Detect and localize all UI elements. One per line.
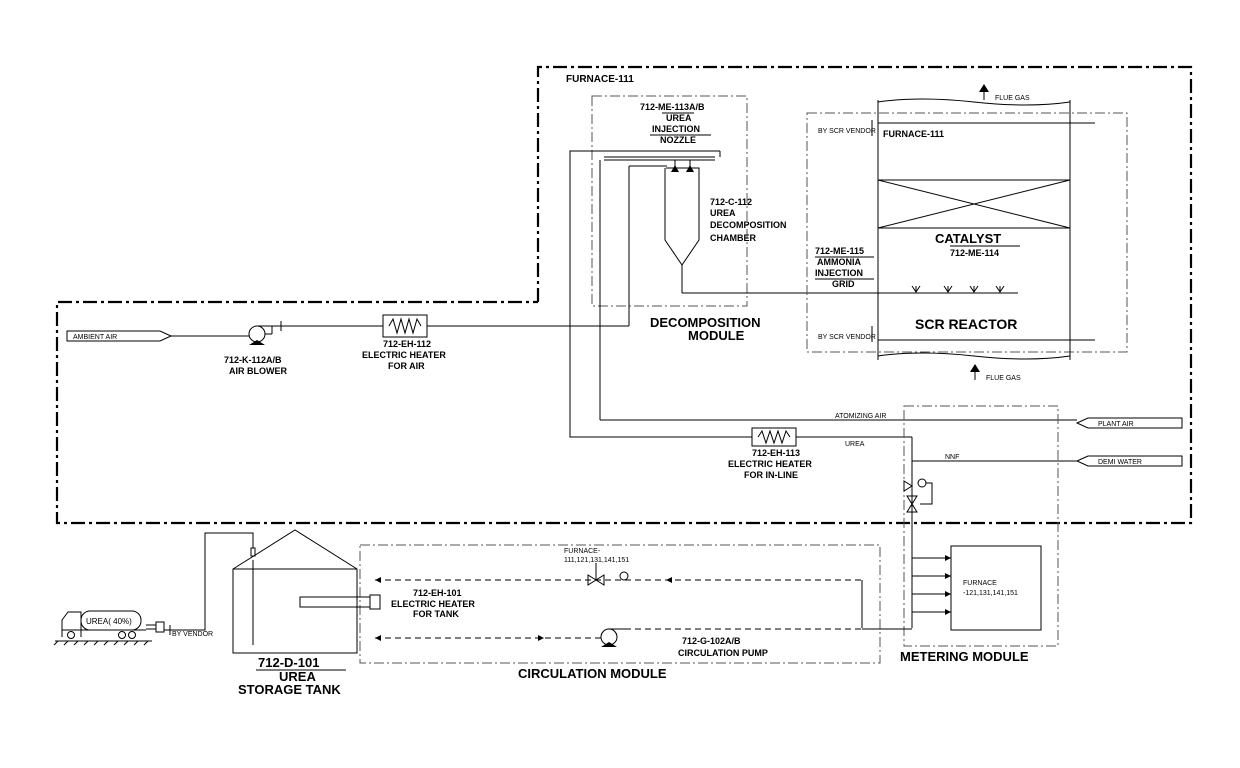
metering-module-label: METERING MODULE: [900, 649, 1029, 664]
tank-tag: 712-D-101: [258, 655, 319, 670]
blower-tag: 712-K-112A/B: [224, 355, 282, 365]
heater-tank-line1: ELECTRIC HEATER: [391, 599, 475, 609]
grid-line2: INJECTION: [815, 268, 863, 278]
urea-line-label: UREA: [845, 441, 865, 448]
demi-water-flag: [1075, 455, 1183, 467]
ambient-air-flag: [66, 330, 173, 342]
flue-gas-top-arrow: [979, 84, 989, 100]
heater-air-line2: FOR AIR: [388, 361, 425, 371]
heater-tank-tag: 712-EH-101: [413, 588, 462, 598]
decomposition-module-line2: MODULE: [688, 328, 745, 343]
furnace-boundary: [55, 65, 1193, 525]
atomizing-air-label: ATOMIZING AIR: [835, 413, 886, 420]
electric-heater-air: [382, 314, 428, 338]
decomposition-module-box: [591, 95, 748, 307]
grid-tag: 712-ME-115: [815, 246, 864, 256]
circulation-pump: [600, 628, 625, 647]
heater-air-tag: 712-EH-112: [383, 339, 431, 349]
electric-heater-inline: [751, 427, 797, 447]
pump-name: CIRCULATION PUMP: [678, 648, 768, 658]
circulation-module-box: [359, 544, 881, 664]
heater-air-line1: ELECTRIC HEATER: [362, 350, 446, 360]
ammonia-injection-grid: [911, 285, 1005, 293]
nozzle-line1: UREA: [666, 113, 692, 123]
grid-line3: GRID: [832, 279, 855, 289]
vendor-top-label: BY SCR VENDOR: [818, 128, 876, 135]
urea-tank-truck: [53, 610, 179, 646]
heater-inline-line1: ELECTRIC HEATER: [728, 459, 812, 469]
vendor-bottom-label: BY SCR VENDOR: [818, 334, 876, 341]
catalyst-tag: 712-ME-114: [950, 248, 999, 258]
recirc-line2: 111,121,131,141,151: [564, 557, 629, 564]
ambient-air-label: AMBIENT AIR: [73, 334, 117, 341]
pump-tag: 712-G-102A/B: [682, 636, 741, 646]
truck-vendor-label: BY VENDOR: [172, 631, 213, 638]
furnace-box-line1: FURNACE: [963, 580, 997, 587]
furnace-distribution-box: [950, 545, 1042, 631]
furnace-boundary-label: FURNACE-111: [566, 74, 634, 85]
flue-gas-bottom-arrow: [970, 364, 980, 380]
plant-air-label: PLANT AIR: [1098, 421, 1134, 428]
nnf-label: NNF: [945, 454, 959, 461]
recirc-valve: [587, 569, 629, 586]
metering-instruments: [903, 437, 933, 628]
urea-storage-tank: [232, 529, 358, 654]
heater-tank-line2: FOR TANK: [413, 609, 459, 619]
chamber-line1: UREA: [710, 208, 736, 218]
plant-air-flag: [1075, 417, 1183, 429]
circulation-module-label: CIRCULATION MODULE: [518, 666, 667, 681]
chamber-tag: 712-C-112: [710, 197, 752, 207]
scr-vendor-box: [806, 112, 1128, 353]
demi-water-label: DEMI WATER: [1098, 459, 1142, 466]
nozzle-tag: 712-ME-113A/B: [640, 102, 705, 112]
decomposition-chamber: [664, 167, 700, 266]
recirc-line1: FURNACE-: [564, 548, 601, 555]
flue-gas-top-label: FLUE GAS: [995, 95, 1030, 102]
truck-label: UREA( 40%): [86, 617, 132, 626]
grid-line1: AMMONIA: [817, 257, 861, 267]
electric-heater-tank: [299, 594, 381, 610]
scr-reactor-title: SCR REACTOR: [915, 316, 1017, 332]
flue-gas-bottom-label: FLUE GAS: [986, 375, 1021, 382]
scr-reactor: [877, 98, 1095, 360]
catalyst-label: CATALYST: [935, 231, 1001, 246]
nozzle-line2: INJECTION: [652, 124, 700, 134]
furnace-box-line2: -121,131,141,151: [963, 590, 1018, 597]
metering-module-box: [903, 405, 1059, 647]
decomposition-module-line1: DECOMPOSITION: [650, 315, 761, 330]
nozzle-line3: NOZZLE: [660, 135, 696, 145]
reactor-furnace-label: FURNACE-111: [883, 129, 944, 139]
air-blower: [248, 325, 273, 345]
furnace-feed-arrows: [912, 557, 951, 613]
chamber-line2: DECOMPOSITION: [710, 220, 787, 230]
tank-line1: UREA: [279, 669, 316, 684]
tank-line2: STORAGE TANK: [238, 682, 341, 697]
urea-injection-nozzle: [604, 156, 715, 172]
heater-inline-line2: FOR IN-LINE: [744, 470, 798, 480]
blower-name: AIR BLOWER: [229, 366, 287, 376]
heater-inline-tag: 712-EH-113: [752, 448, 800, 458]
chamber-line3: CHAMBER: [710, 233, 756, 243]
